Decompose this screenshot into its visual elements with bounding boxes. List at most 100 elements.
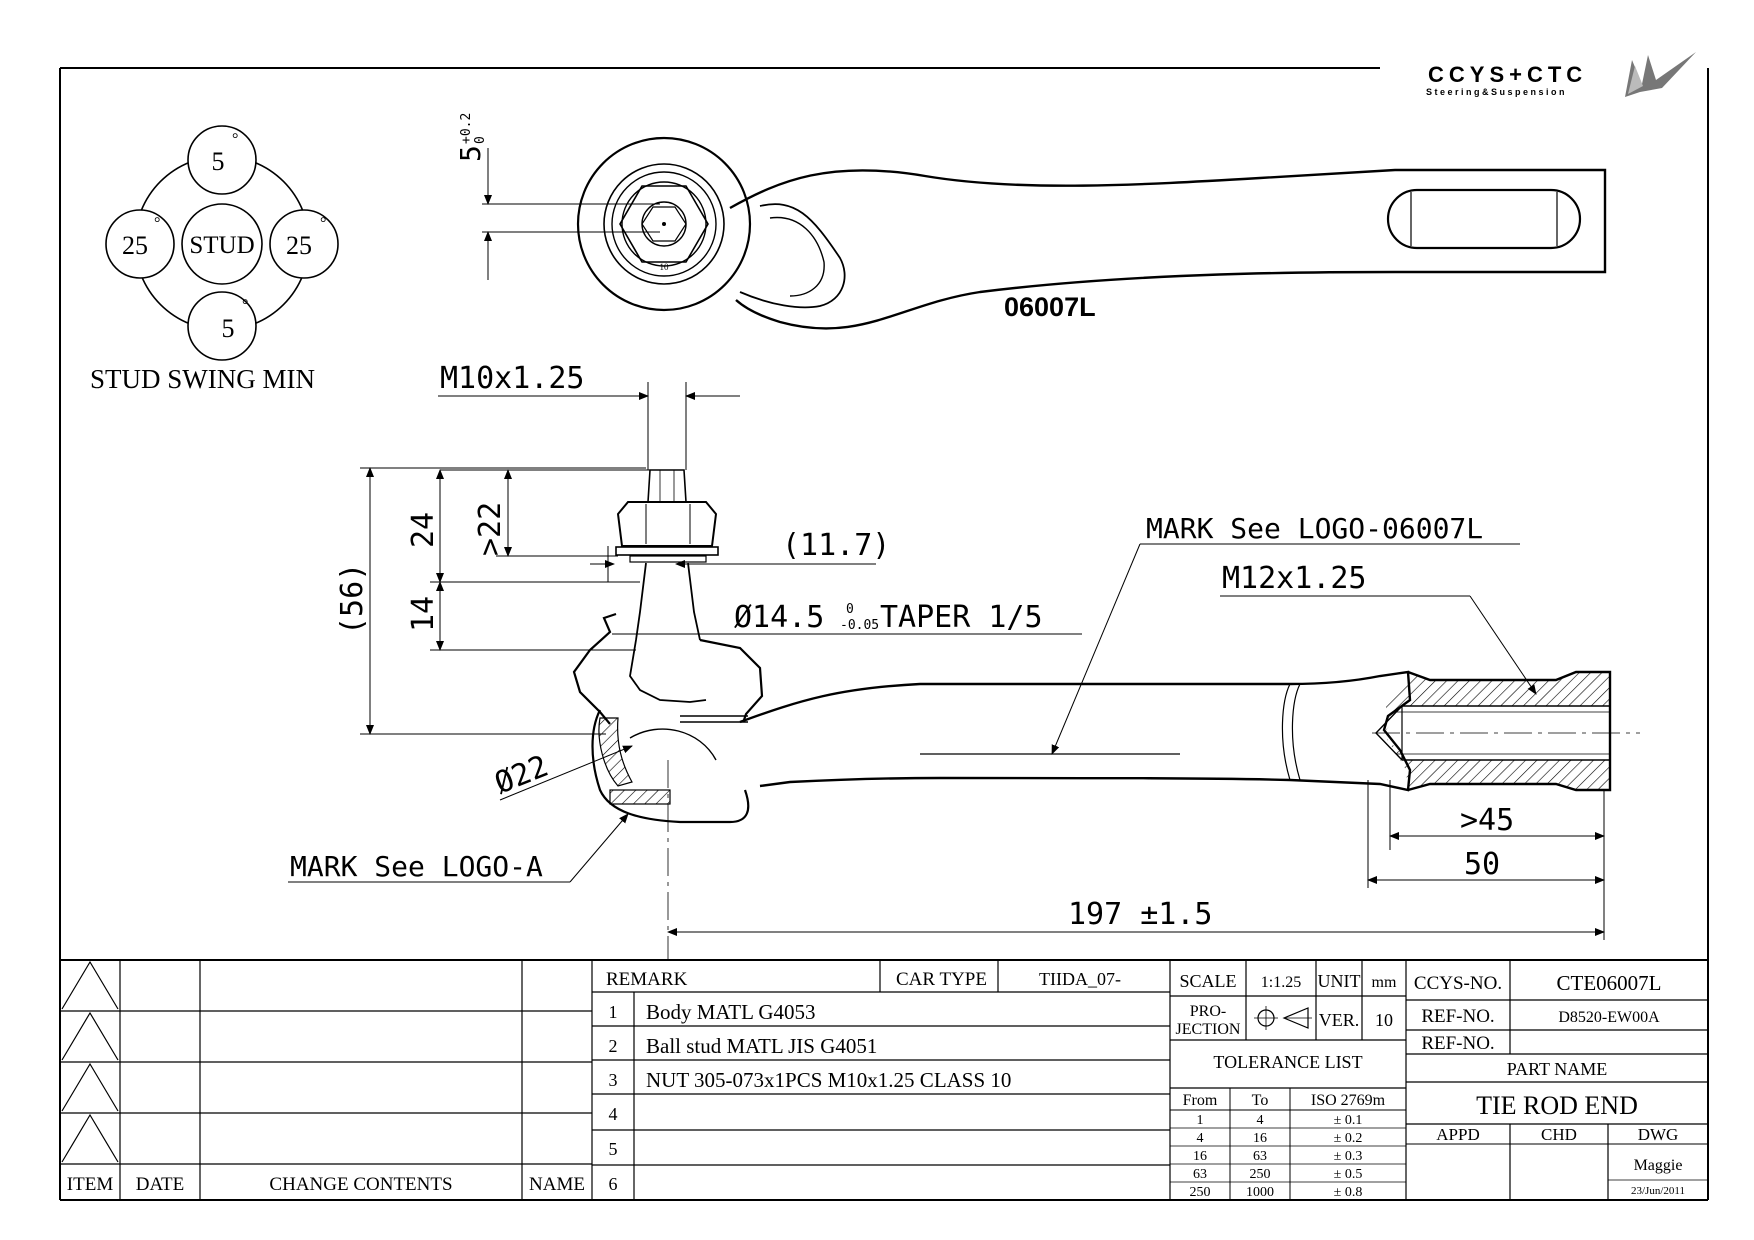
svg-text:± 0.2: ± 0.2 (1334, 1131, 1363, 1146)
svg-text:3: 3 (609, 1070, 618, 1090)
svg-text:JECTION: JECTION (1176, 1021, 1241, 1038)
svg-text:NUT 305-073x1PCS M10x1.25 CLAS: NUT 305-073x1PCS M10x1.25 CLASS 10 (646, 1068, 1011, 1092)
swing-right-circle (269, 209, 339, 279)
svg-text:+0.2: +0.2 (459, 113, 474, 144)
svg-text:± 0.3: ± 0.3 (1334, 1149, 1363, 1164)
svg-text:5: 5 (609, 1139, 618, 1159)
svg-text:VER.: VER. (1319, 1010, 1360, 1030)
svg-text:± 0.5: ± 0.5 (1334, 1167, 1363, 1182)
projection-symbol-icon (1254, 1006, 1312, 1030)
dim-dia22: Ø22 (490, 749, 553, 802)
svg-text:CTE06007L: CTE06007L (1557, 971, 1662, 995)
wing-emblem-icon (1625, 52, 1696, 97)
svg-text:5: 5 (212, 147, 225, 176)
svg-text:16: 16 (1253, 1131, 1267, 1146)
swing-stud-circle (181, 203, 263, 285)
svg-text:2: 2 (609, 1036, 618, 1056)
svg-text:250: 250 (1190, 1185, 1211, 1200)
svg-text:ITEM: ITEM (67, 1174, 114, 1195)
svg-text:25: 25 (286, 231, 312, 260)
svg-text:NAME: NAME (529, 1174, 585, 1195)
svg-text:PART NAME: PART NAME (1507, 1059, 1607, 1079)
swing-bottom-circle (187, 291, 257, 361)
svg-text:10: 10 (660, 262, 670, 272)
dim-11-7: (11.7) (782, 528, 890, 563)
title-block: CCYS-NO. CTE06007L REF-NO. D8520-EW00A R… (1406, 960, 1708, 1200)
svg-text:1:1.25: 1:1.25 (1261, 974, 1301, 991)
svg-text:SCALE: SCALE (1179, 971, 1236, 991)
tolerance-block: SCALE 1:1.25 UNIT mm PRO- JECTION VER. 1… (1170, 960, 1407, 1200)
svg-text:4: 4 (1197, 1131, 1204, 1146)
dim-197: 197 ±1.5 (1068, 897, 1213, 932)
svg-text:CAR TYPE: CAR TYPE (896, 969, 987, 990)
svg-text:CHANGE CONTENTS: CHANGE CONTENTS (269, 1174, 452, 1195)
svg-text:Maggie: Maggie (1634, 1157, 1683, 1174)
svg-text:°: ° (232, 131, 238, 148)
svg-text:°: ° (154, 215, 160, 232)
svg-text:0: 0 (846, 602, 854, 617)
svg-text:APPD: APPD (1436, 1125, 1479, 1144)
taper-label: TAPER 1/5 (880, 600, 1043, 635)
svg-text:1: 1 (609, 1002, 618, 1022)
part-mark-label: 06007L (1004, 292, 1096, 322)
svg-text:-0.05: -0.05 (840, 618, 879, 633)
svg-text:5: 5 (222, 314, 235, 343)
svg-text:0: 0 (473, 136, 488, 144)
svg-text:1: 1 (1197, 1113, 1204, 1128)
svg-text:mm: mm (1372, 974, 1397, 991)
svg-text:± 0.1: ± 0.1 (1334, 1113, 1363, 1128)
svg-text:°: ° (242, 297, 248, 314)
svg-text:250: 250 (1250, 1167, 1271, 1182)
svg-text:TOLERANCE LIST: TOLERANCE LIST (1213, 1052, 1362, 1072)
swing-title: STUD SWING MIN (90, 364, 315, 394)
brand-logo: CCYS+CTC Steering&Suspension (1426, 52, 1696, 97)
dim-thread-body: M12x1.25 (1222, 561, 1367, 596)
dim-22: >22 (473, 502, 508, 556)
svg-text:± 0.8: ± 0.8 (1334, 1185, 1363, 1200)
svg-text:25: 25 (122, 231, 148, 260)
svg-text:16: 16 (1193, 1149, 1207, 1164)
svg-text:63: 63 (1253, 1149, 1267, 1164)
svg-text:10: 10 (1375, 1010, 1393, 1030)
svg-text:REMARK: REMARK (606, 969, 688, 990)
svg-text:23/Jun/2011: 23/Jun/2011 (1631, 1185, 1685, 1197)
svg-text:1000: 1000 (1246, 1185, 1274, 1200)
side-view (572, 469, 1640, 960)
dim-taper: Ø14.5 (734, 600, 824, 635)
svg-text:63: 63 (1193, 1167, 1207, 1182)
svg-text:To: To (1252, 1092, 1269, 1109)
mark-body-label: MARK See LOGO-06007L (1146, 512, 1483, 545)
svg-text:CCYS-NO.: CCYS-NO. (1414, 973, 1502, 994)
dim-50: 50 (1464, 847, 1500, 882)
swing-top-circle (187, 125, 257, 195)
svg-text:4: 4 (1257, 1113, 1264, 1128)
svg-text:DATE: DATE (136, 1174, 185, 1195)
dim-5-label: 5 +0.2 0 (454, 113, 488, 162)
top-view-slot (1386, 188, 1582, 250)
svg-text:REF-NO.: REF-NO. (1421, 1033, 1494, 1054)
svg-text:°: ° (320, 215, 326, 232)
remarks-block: REMARK CAR TYPE TIIDA_07- 1 Body MATL G4… (592, 960, 1171, 1200)
dimension-lines: M10x1.25 (56) 24 >22 14 (11.7) Ø14.5 0 -… (288, 361, 1605, 940)
svg-text:REF-NO.: REF-NO. (1421, 1006, 1494, 1027)
stud-swing-diagram: STUD 5 ° 5 ° 25 ° 25 ° STUD SWING MIN (90, 125, 339, 394)
dim-14: 14 (406, 596, 441, 632)
svg-text:Body MATL G4053: Body MATL G4053 (646, 1000, 816, 1024)
svg-text:6: 6 (609, 1174, 618, 1194)
top-view: 10 06007L 5 +0.2 0 (454, 113, 1607, 330)
svg-text:CHD: CHD (1541, 1125, 1577, 1144)
swing-left-circle (105, 209, 175, 279)
svg-text:D8520-EW00A: D8520-EW00A (1558, 1009, 1660, 1026)
svg-text:From: From (1183, 1092, 1218, 1109)
svg-text:DWG: DWG (1638, 1125, 1679, 1144)
svg-text:CCYS+CTC: CCYS+CTC (1428, 62, 1587, 87)
svg-text:UNIT: UNIT (1318, 971, 1361, 991)
part-name-value: TIE ROD END (1476, 1091, 1638, 1120)
svg-text:4: 4 (609, 1104, 618, 1124)
svg-text:Ball stud MATL JIS G4051: Ball stud MATL JIS G4051 (646, 1034, 877, 1058)
dim-thread-stud: M10x1.25 (440, 361, 585, 396)
svg-text:PRO-: PRO- (1190, 1003, 1226, 1020)
svg-text:5: 5 (454, 145, 487, 162)
dim-24: 24 (406, 512, 441, 548)
